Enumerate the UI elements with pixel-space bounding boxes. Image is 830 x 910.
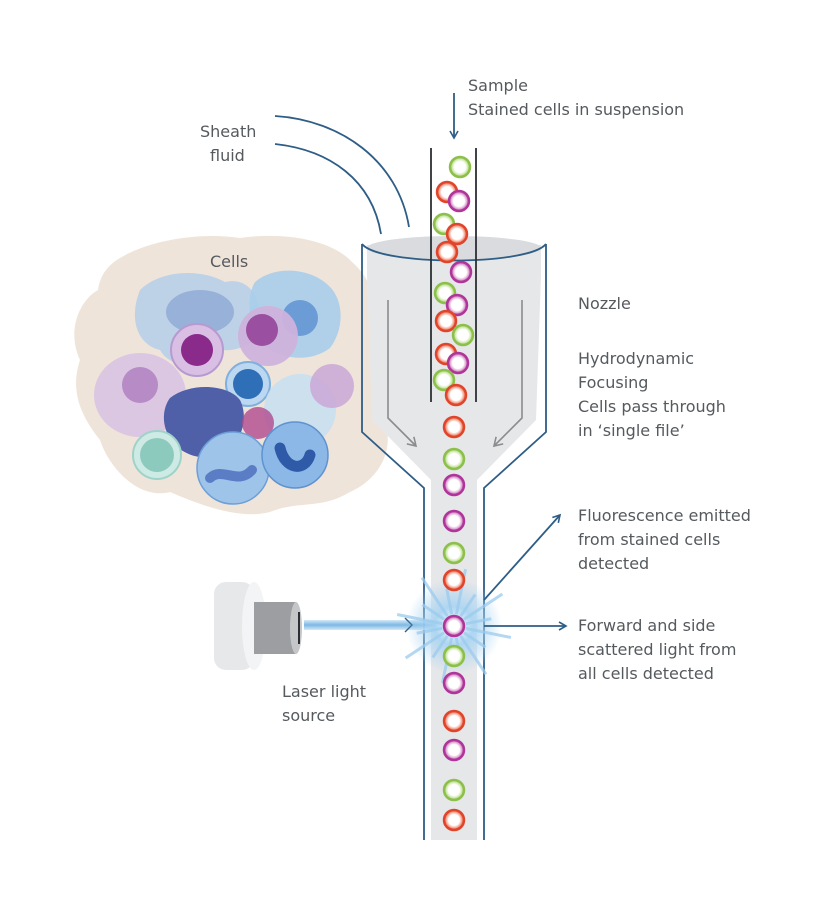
stream-cell-red-0: [442, 415, 466, 439]
stream-cell-green-4: [442, 541, 466, 565]
focusing-line-4: in ‘single file’: [578, 421, 685, 440]
tube-cell-red-9: [434, 309, 458, 333]
light-ray: [465, 626, 512, 639]
cells-illustration: [74, 235, 391, 515]
tube-cell-purple-2: [447, 189, 471, 213]
tube-cell-purple-8: [445, 293, 469, 317]
tube-cell-red-4: [445, 222, 469, 246]
tube-cell-green-0: [448, 155, 472, 179]
tube-cell-green-10: [451, 323, 475, 347]
scatter-line-1: Forward and side: [578, 616, 716, 635]
cells-label: Cells: [210, 252, 249, 271]
laser-label-2: source: [282, 706, 336, 725]
stream-cells: [442, 415, 466, 832]
laser-beam: [304, 620, 454, 630]
fluorescence-line-2: from stained cells: [578, 530, 721, 549]
light-ray: [396, 613, 443, 626]
sheath-fluid-arc-inner: [274, 143, 382, 235]
light-ray: [463, 592, 504, 621]
flow-arrow-left: [387, 300, 418, 448]
tube-cell-purple-12: [446, 351, 470, 375]
focusing-line-1: Hydrodynamic: [578, 349, 695, 368]
laser-source: [214, 582, 302, 670]
neutrophil-cell-1: [196, 431, 270, 505]
tube-cell-red-5: [435, 240, 459, 264]
tube-cell-purple-6: [449, 260, 473, 284]
fluorescence-line-1: Fluorescence emitted: [578, 506, 751, 525]
stream-cell-red-9: [442, 709, 466, 733]
scatter-line-2: scattered light from: [578, 640, 737, 659]
tube-cell-red-14: [444, 383, 468, 407]
light-ray: [421, 603, 445, 621]
flow-arrow-right: [492, 300, 523, 448]
sample-label: Sample: [468, 76, 528, 95]
sample-description: Stained cells in suspension: [468, 100, 685, 119]
stream-cell-green-7: [442, 644, 466, 668]
stream-cell-green-11: [442, 778, 466, 802]
fluorescence-arrow: [483, 513, 562, 601]
light-ray: [431, 635, 449, 659]
light-ray: [420, 576, 449, 617]
light-ray: [416, 626, 443, 635]
light-ray: [463, 631, 487, 649]
stream-cell-purple-8: [442, 671, 466, 695]
stream-cell-purple-3: [442, 509, 466, 533]
focusing-line-3: Cells pass through: [578, 397, 726, 416]
stream-cell-purple-6: [442, 614, 466, 638]
tube-cell-green-13: [432, 368, 456, 392]
light-ray: [459, 593, 477, 617]
sheath-label-1: Sheath: [200, 122, 257, 141]
nozzle-label: Nozzle: [578, 294, 631, 313]
sheath-label-2: fluid: [210, 146, 245, 165]
fluorescence-line-3: detected: [578, 554, 650, 573]
laser-label-1: Laser light: [282, 682, 367, 701]
sample-tube-cells: [432, 155, 475, 407]
stream-cell-purple-10: [442, 738, 466, 762]
neutrophil-cell-2: [261, 421, 329, 489]
stream-cell-red-12: [442, 808, 466, 832]
sheath-fluid-arc-outer: [274, 115, 410, 228]
light-ray: [445, 588, 454, 615]
scatter-line-3: all cells detected: [578, 664, 714, 683]
focusing-line-2: Focusing: [578, 373, 649, 392]
stream-cell-purple-2: [442, 473, 466, 497]
stream-cell-green-1: [442, 447, 466, 471]
light-ray: [404, 631, 445, 660]
stream-cell-red-5: [442, 568, 466, 592]
light-ray: [465, 617, 492, 626]
light-ray: [459, 635, 488, 676]
